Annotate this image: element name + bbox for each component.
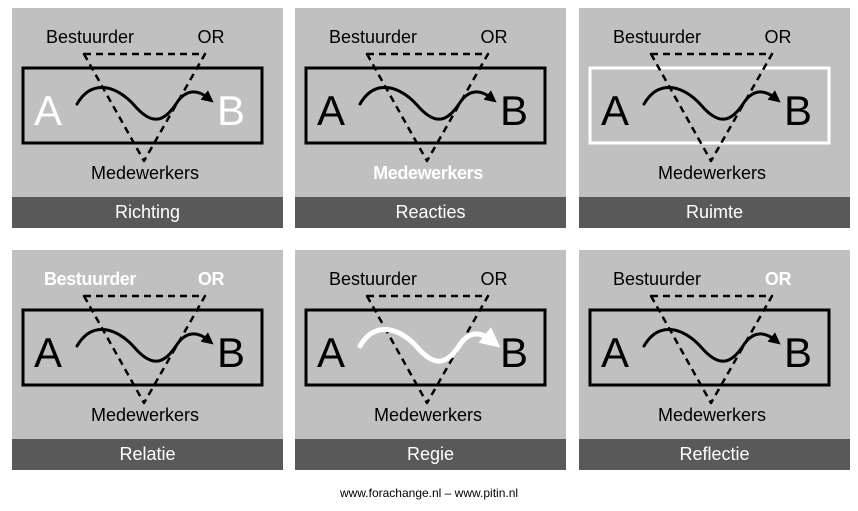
dashed-triangle <box>649 294 774 405</box>
process-frame <box>588 66 831 145</box>
point-a: A <box>33 329 63 376</box>
point-a: A <box>316 87 346 134</box>
point-b: B <box>216 329 246 376</box>
dashed-triangle <box>365 294 490 405</box>
label-medewerkers: Medewerkers <box>90 163 200 183</box>
panel-regie: Bestuurder OR Medewerkers A B Regie <box>295 250 566 470</box>
triangle-diagram <box>21 294 264 405</box>
caption-bar: Reacties <box>295 197 566 228</box>
label-medewerkers: Medewerkers <box>657 163 767 183</box>
caption-bar: Ruimte <box>579 197 850 228</box>
dashed-triangle <box>365 52 490 163</box>
caption-bar: Reflectie <box>579 439 850 470</box>
point-a: A <box>600 87 630 134</box>
label-bestuurder: Bestuurder <box>45 27 135 47</box>
wavy-arrow <box>642 328 781 363</box>
panel-reflectie: Bestuurder OR Medewerkers A B Reflectie <box>579 250 850 470</box>
triangle-diagram <box>588 52 831 163</box>
triangle-diagram <box>588 294 831 405</box>
caption-bar: Relatie <box>12 439 283 470</box>
dashed-triangle <box>82 52 207 163</box>
label-or: OR <box>197 269 225 289</box>
triangle-diagram <box>304 294 547 405</box>
label-bestuurder: Bestuurder <box>328 269 418 289</box>
label-or: OR <box>197 27 225 47</box>
label-bestuurder: Bestuurder <box>328 27 418 47</box>
panel-relatie: Bestuurder OR Medewerkers A B Relatie <box>12 250 283 470</box>
process-frame <box>304 66 547 145</box>
triangle-diagram <box>304 52 547 163</box>
caption-bar: Regie <box>295 439 566 470</box>
point-b: B <box>783 87 813 134</box>
label-medewerkers: Medewerkers <box>657 405 767 425</box>
label-medewerkers: Medewerkers <box>373 163 483 183</box>
process-frame <box>21 66 264 145</box>
process-frame <box>21 308 264 387</box>
panel-reacties: Bestuurder OR Medewerkers A B Reacties <box>295 8 566 228</box>
point-a: A <box>33 87 63 134</box>
label-bestuurder: Bestuurder <box>612 27 702 47</box>
label-or: OR <box>764 269 792 289</box>
point-b: B <box>499 329 529 376</box>
panel-richting: Bestuurder OR Medewerkers A B Richting <box>12 8 283 228</box>
point-a: A <box>600 329 630 376</box>
wavy-arrow <box>642 86 781 121</box>
wavy-arrow <box>357 327 501 364</box>
dashed-triangle <box>82 294 207 405</box>
process-frame <box>304 308 547 387</box>
label-or: OR <box>480 269 508 289</box>
process-frame <box>588 308 831 387</box>
point-a: A <box>316 329 346 376</box>
label-or: OR <box>764 27 792 47</box>
wavy-arrow <box>358 86 497 121</box>
label-medewerkers: Medewerkers <box>373 405 483 425</box>
label-medewerkers: Medewerkers <box>90 405 200 425</box>
point-b: B <box>499 87 529 134</box>
point-b: B <box>216 87 246 134</box>
wavy-arrow <box>75 328 214 363</box>
point-b: B <box>783 329 813 376</box>
label-bestuurder: Bestuurder <box>43 269 137 289</box>
label-bestuurder: Bestuurder <box>612 269 702 289</box>
caption-bar: Richting <box>12 197 283 228</box>
footer-credits: www.forachange.nl – www.pitin.nl <box>339 486 519 500</box>
panel-ruimte: Bestuurder OR Medewerkers A B Ruimte <box>579 8 850 228</box>
wavy-arrow <box>75 86 214 121</box>
dashed-triangle <box>649 52 774 163</box>
triangle-diagram <box>21 52 264 163</box>
label-or: OR <box>480 27 508 47</box>
